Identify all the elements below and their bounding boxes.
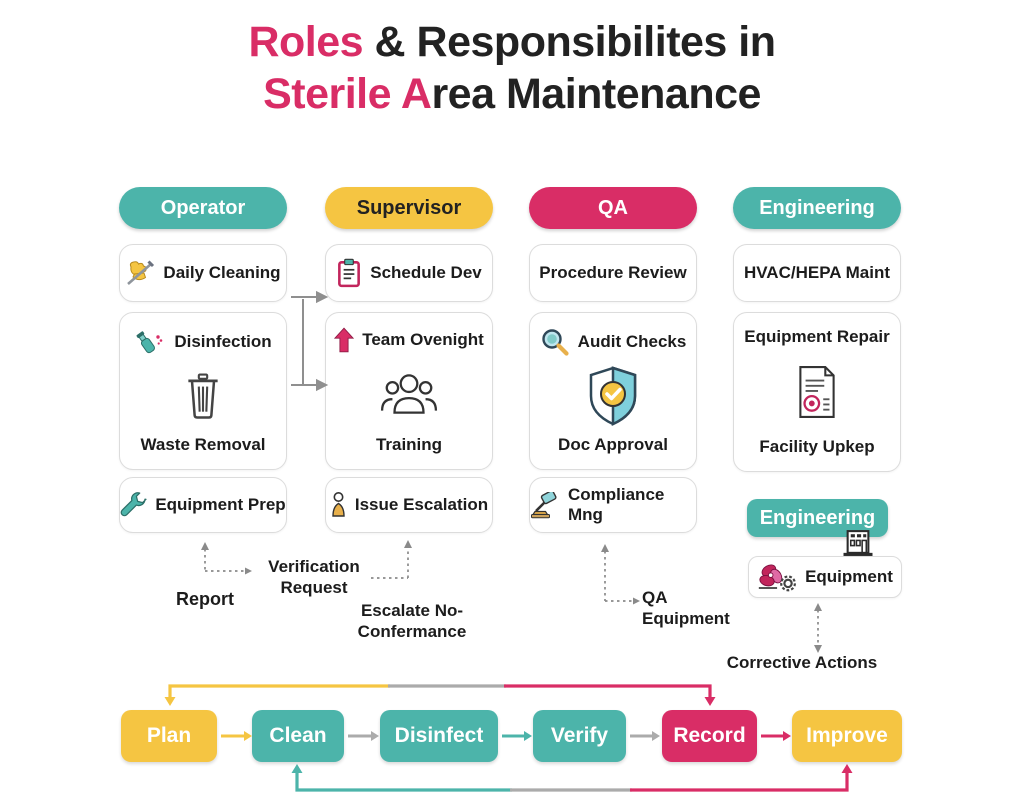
card-equipment-repair-facility: Equipment Repair Facility Upkep (733, 312, 901, 472)
column-header-supervisor: Supervisor (325, 187, 493, 229)
cleaning-icon (125, 259, 155, 287)
label-corrective-actions: Corrective Actions (726, 653, 878, 672)
operator-supervisor-arrows (291, 290, 329, 392)
column-header-operator: Operator (119, 187, 287, 229)
magnifier-icon (540, 327, 570, 357)
card-disinfection-waste: Disinfection Waste Removal (119, 312, 287, 470)
page-title: Roles & Responsibilites in Sterile Area … (0, 16, 1024, 121)
card-hvac-hepa: HVAC/HEPA Maint (733, 244, 901, 302)
card-title: Procedure Review (539, 263, 687, 282)
column-header-qa: QA (529, 187, 697, 229)
shield-check-icon (586, 366, 640, 426)
step-disinfect: Disinfect (380, 710, 498, 762)
card-middle-icon (796, 355, 838, 429)
card-schedule-dev: Schedule Dev (325, 244, 493, 302)
title-accent: Sterile A (263, 70, 432, 119)
label-report: Report (176, 589, 234, 609)
step-plan: Plan (121, 710, 217, 762)
card-equipment: Equipment (748, 556, 902, 598)
card-compliance-mng: Compliance Mng (529, 477, 697, 533)
card-title: Facility Upkep (759, 437, 875, 456)
label-verification-request: Verification Request (268, 557, 360, 598)
card-middle-icon (184, 365, 222, 427)
gavel-icon (530, 491, 560, 519)
step-clean: Clean (252, 710, 344, 762)
card-title: Equipment (805, 567, 893, 586)
qa-equipment-dotted-arrow (601, 544, 640, 605)
step-verify: Verify (533, 710, 626, 762)
title-rest: & Responsibilites in (363, 18, 776, 66)
person-icon (330, 492, 347, 518)
trash-icon (184, 373, 222, 419)
card-team-oversight-training: Team Ovenight Training (325, 312, 493, 470)
spray-bottle-icon (134, 327, 166, 357)
card-title: Schedule Dev (370, 263, 482, 282)
card-title: Equipment Repair (744, 327, 890, 346)
card-title: Issue Escalation (354, 495, 489, 514)
step-improve: Improve (792, 710, 902, 762)
card-top-row: Equipment Repair (744, 327, 889, 347)
corrective-dotted-arrow (814, 603, 822, 653)
card-title: Compliance Mng (568, 485, 665, 524)
title-line-2: Sterile Area Maintenance (0, 68, 1024, 120)
card-top-row: Audit Checks (540, 327, 687, 357)
title-rest: rea Maintenance (431, 70, 761, 119)
card-title: Disinfection (174, 332, 272, 351)
document-icon (796, 365, 838, 419)
step-record: Record (662, 710, 757, 762)
people-icon (380, 371, 438, 417)
bottom-feedback-line (291, 764, 853, 792)
building-icon (840, 528, 876, 557)
top-feedback-line (164, 684, 716, 706)
wrench-icon (120, 491, 147, 519)
card-top-row: Team Ovenight (334, 327, 484, 353)
card-title: Waste Removal (140, 435, 266, 454)
title-accent: Roles (248, 18, 364, 66)
card-equipment-prep: Equipment Prep (119, 477, 287, 533)
card-title: Equipment Prep (155, 495, 286, 514)
report-dotted-arrow (201, 542, 252, 575)
card-title: Doc Approval (558, 435, 668, 454)
arrow-up-icon (334, 327, 355, 353)
card-title: Audit Checks (577, 332, 687, 351)
card-title: Training (375, 435, 443, 454)
engineering-badge: Engineering (747, 499, 888, 537)
title-line-1: Roles & Responsibilites in (0, 16, 1024, 68)
card-title: Team Ovenight (362, 330, 484, 349)
card-audit-doc-approval: Audit Checks Doc Approval (529, 312, 697, 470)
card-issue-escalation: Issue Escalation (325, 477, 493, 533)
card-daily-cleaning: Daily Cleaning (119, 244, 287, 302)
fan-gear-icon (757, 560, 799, 594)
label-qa-equipment: QA Equipment (642, 588, 730, 629)
card-procedure-review: Procedure Review (529, 244, 697, 302)
card-title: HVAC/HEPA Maint (743, 263, 891, 282)
clipboard-icon (336, 258, 362, 288)
card-title: Daily Cleaning (163, 263, 281, 282)
escalate-dotted-arrow (371, 540, 412, 579)
column-header-engineering: Engineering (733, 187, 901, 229)
card-middle-icon (586, 365, 640, 427)
card-top-row: Disinfection (134, 327, 272, 357)
card-middle-icon (380, 361, 438, 427)
label-escalate-no-conformance: Escalate No-Confermance (357, 601, 467, 642)
